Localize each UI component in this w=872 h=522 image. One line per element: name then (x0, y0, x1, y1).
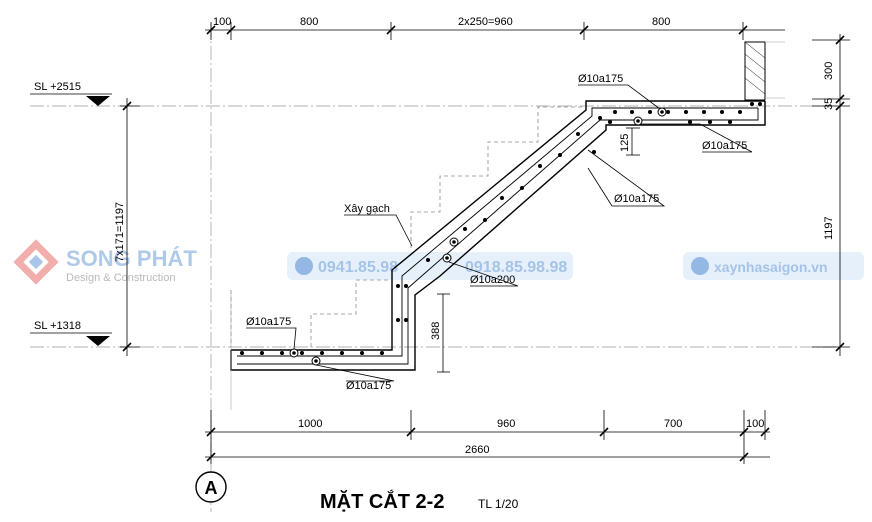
watermark-phone2: 0918.85.98.98 (465, 259, 567, 276)
rebar-lines (237, 107, 759, 365)
drawing-title: MẶT CẮT 2-2 (320, 489, 444, 513)
note-brick: Xây gạch (344, 203, 390, 215)
dim-125: 125 (619, 134, 631, 152)
leader-lines (246, 84, 753, 382)
dim-right-300: 300 (823, 62, 835, 80)
rebar-label-top-right: Ø10a175 (702, 140, 747, 152)
watermark-phone1: 0941.85.98 (318, 259, 398, 276)
wall-right (744, 41, 785, 101)
level-marker-lower: SL +1318 (30, 320, 112, 346)
drawing-scale: TL 1/20 (478, 497, 519, 511)
right-vertical-dimensions (812, 34, 850, 356)
grid-axis-label: A (205, 478, 218, 498)
rebar-label-top-left: Ø10a175 (578, 73, 623, 85)
rebar-callout-centers (292, 110, 664, 363)
level-upper-label: SL +2515 (34, 81, 81, 93)
rebar-label-mid-right: Ø10a175 (614, 193, 659, 205)
dim-388: 388 (430, 322, 442, 340)
dim-bottom-100: 100 (746, 418, 764, 430)
dim-bottom-1000: 1000 (298, 418, 322, 430)
dim-top-mid: 2x250=960 (458, 16, 513, 28)
grid-bubble-a: A (195, 471, 227, 503)
dim-right-35: 35 (823, 98, 835, 110)
rebar-dots (240, 102, 762, 355)
rebar-label-bottom-left: Ø10a175 (246, 316, 291, 328)
watermark-phone: 0941.85.98 0918.85.98.98 (287, 252, 573, 280)
top-dimension-chain (205, 22, 785, 40)
bottom-dimension-chain (205, 290, 770, 464)
rebar-callout-circles (289, 107, 667, 366)
rebar-label-bottom-right: Ø10a175 (346, 380, 391, 392)
rebar-label-center: Ø10a200 (470, 274, 515, 286)
dim-left-vertical: 7x171=1197 (114, 202, 126, 262)
dim-right-1197: 1197 (823, 216, 835, 240)
watermark-website: xaynhasaigon.vn (683, 252, 864, 280)
dim-top-800-right: 800 (652, 16, 670, 28)
dim-top-800-left: 800 (300, 16, 318, 28)
hidden-step-profile (230, 106, 584, 347)
dim-bottom-700: 700 (664, 418, 682, 430)
inner-dimensions (437, 127, 640, 373)
watermark-brand: SONG PHÁT (66, 246, 197, 271)
watermark-site: xaynhasaigon.vn (714, 259, 828, 275)
watermark-tagline: Design & Construction (66, 272, 175, 284)
level-marker-upper: SL +2515 (30, 81, 112, 106)
stair-slab-outline (230, 100, 766, 371)
watermark-logo: SONG PHÁT Design & Construction (13, 239, 197, 285)
level-lower-label: SL +1318 (34, 320, 81, 332)
left-vertical-dimension (120, 98, 140, 356)
dim-top-100: 100 (213, 16, 231, 28)
dim-total: 2660 (465, 444, 489, 456)
dim-bottom-960: 960 (497, 418, 515, 430)
